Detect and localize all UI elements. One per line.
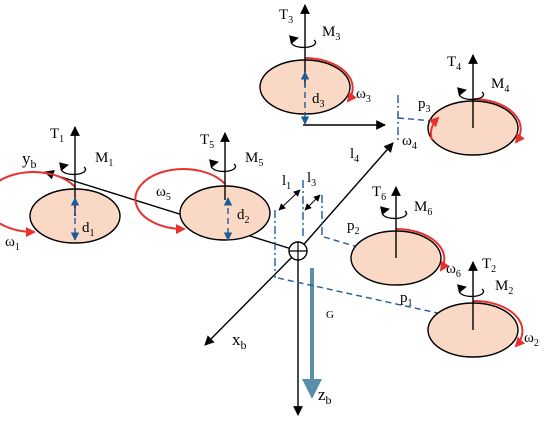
- p2-label: p2: [347, 218, 360, 237]
- moment-icon: [59, 162, 87, 176]
- y-axis: [44, 169, 299, 252]
- moment-label: M4: [491, 76, 509, 95]
- gravity-label: G: [326, 309, 334, 321]
- moment-label: M3: [322, 24, 340, 43]
- thrust-label: T1: [50, 126, 64, 145]
- moment-label: M5: [245, 150, 263, 169]
- arm-to-rotor4: [297, 142, 394, 252]
- l3-label: l3: [307, 170, 316, 189]
- moment-icon: [380, 206, 408, 220]
- moment-icon: [209, 159, 237, 173]
- distance-label: d3: [312, 91, 325, 110]
- p1-distance: [277, 277, 461, 321]
- thrust-label: T3: [279, 7, 293, 26]
- rotor-3: T3 M3 ω3 d3: [259, 4, 371, 125]
- moment-label: M6: [414, 199, 432, 218]
- moment-label: M1: [95, 150, 113, 169]
- distance-label: d2: [237, 207, 250, 226]
- thrust-label: T6: [372, 184, 386, 203]
- l1-label: l1: [282, 173, 291, 192]
- moment-icon: [457, 87, 485, 101]
- omega-label: ω2: [524, 330, 539, 349]
- l1-dimension: [278, 189, 301, 211]
- moment-icon: [457, 284, 485, 298]
- omega-label: ω1: [5, 234, 20, 253]
- thrust-label: T4: [447, 54, 461, 73]
- l4-label: l4: [350, 146, 359, 165]
- omega-label: ω5: [156, 184, 171, 203]
- rotor-5: T5 M5 ω5 d2: [134, 132, 271, 241]
- rotor-1: T1 M1 ω1 d1: [0, 126, 121, 253]
- moment-icon: [289, 35, 317, 49]
- rotor-4: T4 M4 ω4: [402, 54, 525, 156]
- l3-dimension: [304, 194, 321, 211]
- rotor-2: T2 M2 ω2: [427, 256, 539, 358]
- center-of-mass-icon: [288, 241, 308, 261]
- omega-label: ω3: [356, 86, 371, 105]
- p1-label: p1: [400, 290, 413, 309]
- distance-label: d1: [82, 220, 95, 239]
- x-axis: [204, 250, 299, 346]
- omega-label: ω6: [446, 261, 461, 280]
- z-axis-label: zb: [318, 385, 332, 407]
- x-axis-label: xb: [232, 330, 247, 352]
- omega-label: ω4: [402, 133, 417, 152]
- y-axis-label: yb: [22, 149, 37, 171]
- p3-label: p3: [418, 96, 431, 115]
- thrust-label: T5: [200, 132, 214, 151]
- thrust-label: T2: [482, 256, 496, 275]
- moment-label: M2: [495, 278, 513, 297]
- rotor-6: T6 M6 ω6: [350, 184, 461, 286]
